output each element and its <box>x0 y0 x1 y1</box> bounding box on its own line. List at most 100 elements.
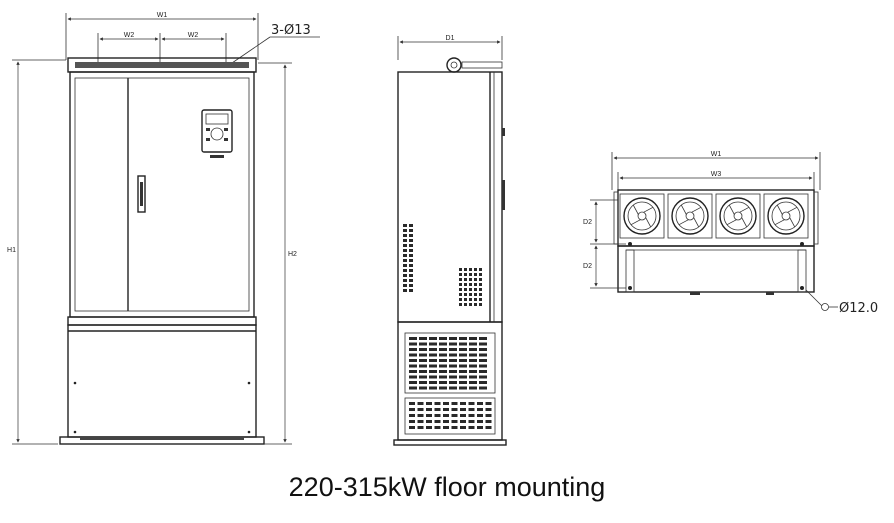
front-dim-w1-label: W1 <box>157 12 168 19</box>
vent-slot <box>429 359 437 362</box>
vent-slot <box>409 370 417 373</box>
vent-slot <box>439 337 447 340</box>
vent-slot <box>485 402 492 405</box>
vent-slot <box>464 268 467 271</box>
bottom-base-frame <box>617 245 815 293</box>
vent-slot <box>429 375 437 379</box>
fan-blade <box>680 204 687 215</box>
fan-housing <box>619 193 665 239</box>
vent-slot <box>429 381 437 384</box>
vent-slot <box>474 273 477 276</box>
vent-slot <box>449 375 457 379</box>
side-hinge <box>502 128 505 136</box>
front-hole-note: 3-Ø13 <box>271 23 311 38</box>
bottom-dim-w3-label: W3 <box>711 171 722 178</box>
fan-housing <box>715 193 761 239</box>
vent-slot <box>403 244 407 247</box>
fan-hub <box>637 211 647 221</box>
vent-slot <box>459 298 462 301</box>
vent-slot <box>434 426 441 429</box>
vent-slot <box>479 359 487 362</box>
vent-slot <box>419 359 427 362</box>
screw-dot <box>73 381 77 385</box>
vent-slot <box>469 364 477 368</box>
keypad-key <box>206 128 210 131</box>
screw-dot <box>73 430 77 434</box>
bottom-dim-d2-lower-label: D2 <box>583 263 592 270</box>
vent-slot <box>403 224 407 227</box>
vent-slot <box>469 381 477 384</box>
vent-slot <box>403 264 407 267</box>
bottom-foot-right <box>797 249 807 293</box>
fan-blade <box>776 204 783 215</box>
vent-slot <box>464 283 467 286</box>
fan-ring <box>627 201 657 231</box>
vent-slot <box>449 370 457 373</box>
vent-slot <box>403 229 407 232</box>
vent-slot <box>479 342 487 346</box>
bottom-hole-callout: Ø12.0 <box>805 289 878 316</box>
vent-slot <box>474 278 477 281</box>
bottom-hole-symbol <box>821 303 829 311</box>
vent-slot <box>479 278 482 281</box>
vent-slot <box>474 288 477 291</box>
vent-slot <box>439 353 447 357</box>
vent-slot <box>469 293 472 296</box>
handle-slot <box>140 182 143 206</box>
side-vent-right <box>459 268 482 306</box>
vent-slot <box>403 239 407 242</box>
vent-slot <box>439 375 447 379</box>
vent-slot <box>468 426 475 429</box>
vent-slot <box>469 375 477 379</box>
vent-slot <box>485 426 492 429</box>
vent-slot <box>468 420 475 423</box>
vent-slot <box>477 426 483 429</box>
vent-slot <box>449 337 457 340</box>
vent-slot <box>474 293 477 296</box>
screw-dot <box>247 381 251 385</box>
side-upper-body <box>397 71 503 323</box>
vent-slot <box>449 348 457 351</box>
vent-slot <box>429 348 437 351</box>
vent-slot <box>409 279 413 282</box>
vent-slot <box>460 402 466 405</box>
vent-slot <box>434 420 441 423</box>
vent-slot <box>469 268 472 271</box>
vent-slot <box>449 359 457 362</box>
vent-slot <box>409 364 417 368</box>
vent-slot <box>409 289 413 292</box>
vent-slot <box>479 303 482 306</box>
vent-slot <box>429 337 437 340</box>
vent-slot <box>419 337 427 340</box>
vent-slot <box>479 353 487 357</box>
vent-slot <box>479 298 482 301</box>
vent-slot <box>409 244 413 247</box>
vent-slot <box>469 342 477 346</box>
vent-slot <box>477 414 483 417</box>
vent-slot <box>460 414 466 417</box>
vent-slot <box>434 402 441 405</box>
vent-slot <box>403 289 407 292</box>
side-dim-d1-label: D1 <box>446 35 455 42</box>
fan-blade <box>787 206 798 213</box>
vent-slot <box>468 402 475 405</box>
fan-ring <box>771 201 801 231</box>
bottom-hole-note: Ø12.0 <box>839 301 878 316</box>
bottom-tab <box>690 292 700 295</box>
vent-slot <box>403 269 407 272</box>
vent-slot <box>409 239 413 242</box>
vent-slot <box>464 288 467 291</box>
vent-slot <box>417 402 424 405</box>
vent-slot <box>459 303 462 306</box>
vent-slot <box>485 420 492 423</box>
vent-slot <box>439 381 447 384</box>
lifting-eye <box>446 57 462 73</box>
vent-slot <box>409 337 417 340</box>
vent-slot <box>429 386 437 390</box>
vent-slot <box>409 274 413 277</box>
vent-slot <box>459 375 467 379</box>
vent-slot <box>443 426 449 429</box>
vent-slot <box>479 273 482 276</box>
vent-slot <box>429 353 437 357</box>
vent-slot <box>459 283 462 286</box>
